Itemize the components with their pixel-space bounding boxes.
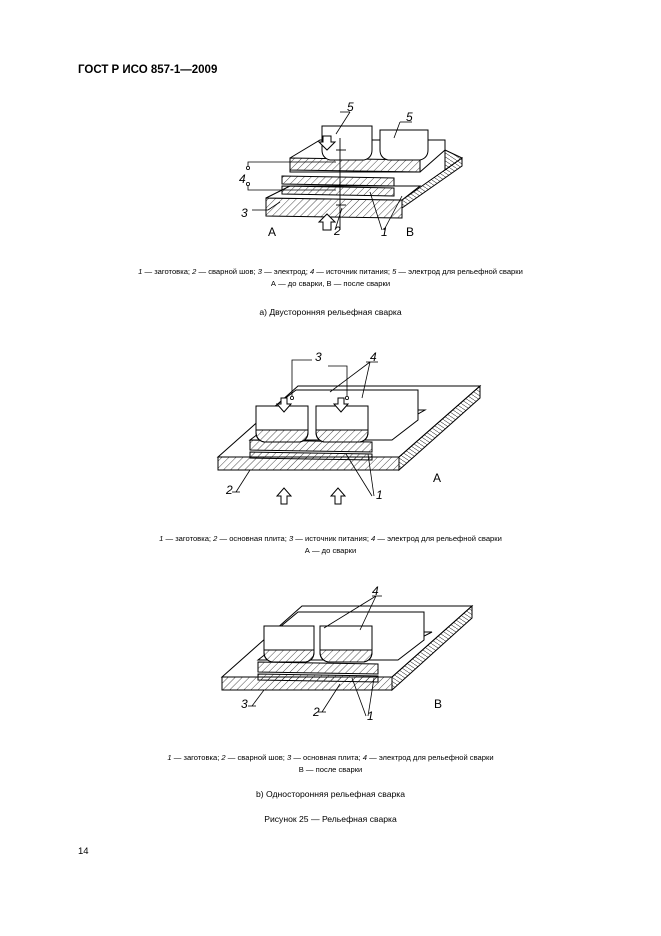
label-3: 3 — [241, 206, 248, 220]
label-5-right: 5 — [406, 110, 413, 124]
page-number: 14 — [78, 846, 89, 857]
force-arrow-up-right — [329, 487, 347, 505]
projection-electrode-left — [321, 125, 373, 161]
workpiece-lower — [281, 185, 395, 197]
label-before: A — [268, 225, 276, 239]
label-after: B — [434, 697, 442, 711]
figure-b1-legend-line1: 1 — заготовка; 2 — основная плита; 3 — и… — [159, 534, 502, 543]
figure-b-subcaption: b) Односторонняя рельефная сварка — [256, 789, 405, 799]
label-2: 2 — [225, 483, 233, 497]
figure-b1-drawing: 3 4 2 1 A — [216, 350, 482, 505]
label-2: 2 — [333, 224, 341, 238]
force-arrow-up — [317, 213, 337, 231]
figure-a-subcaption: а) Двусторонняя рельефная сварка — [259, 307, 402, 317]
figure-b2-legend-line2: В — после сварки — [298, 765, 363, 774]
workpiece-upper — [281, 175, 395, 187]
projection-electrode-right — [379, 129, 429, 161]
figure-b2-legend-line1: 1 — заготовка; 2 — сварной шов; 3 — осно… — [167, 753, 494, 762]
figure-a-legend-line1: 1 — заготовка; 2 — сварной шов; 3 — элек… — [138, 267, 523, 276]
label-4: 4 — [239, 172, 246, 186]
force-arrow-down-right — [332, 397, 350, 413]
force-arrow-up-left — [275, 487, 293, 505]
label-5-left: 5 — [347, 100, 354, 114]
bottom-electrode-front — [265, 197, 403, 219]
label-1: 1 — [367, 709, 374, 723]
force-arrow-down-left — [275, 397, 293, 413]
standard-header: ГОСТ Р ИСО 857-1—2009 — [78, 64, 218, 76]
label-4: 4 — [370, 350, 377, 364]
figure-caption: Рисунок 25 — Рельефная сварка — [264, 814, 397, 824]
figure-a-drawing: 5 5 4 3 2 1 A B — [239, 100, 463, 239]
label-before: A — [433, 471, 441, 485]
workpiece-front — [257, 661, 379, 675]
label-1: 1 — [381, 225, 388, 239]
upper-electrode-front — [289, 157, 421, 173]
figure-b1-legend-line2: А — до сварки — [304, 546, 357, 555]
label-after: B — [406, 225, 414, 239]
label-2: 2 — [312, 705, 320, 719]
force-arrow-down — [317, 135, 337, 151]
figure-b2-drawing: 4 3 2 1 B — [220, 584, 474, 723]
label-1: 1 — [376, 488, 383, 502]
label-4: 4 — [372, 584, 379, 598]
label-3: 3 — [315, 350, 322, 364]
label-3: 3 — [241, 697, 248, 711]
figure-a-legend-line2: А — до сварки, В — после сварки — [270, 279, 391, 288]
